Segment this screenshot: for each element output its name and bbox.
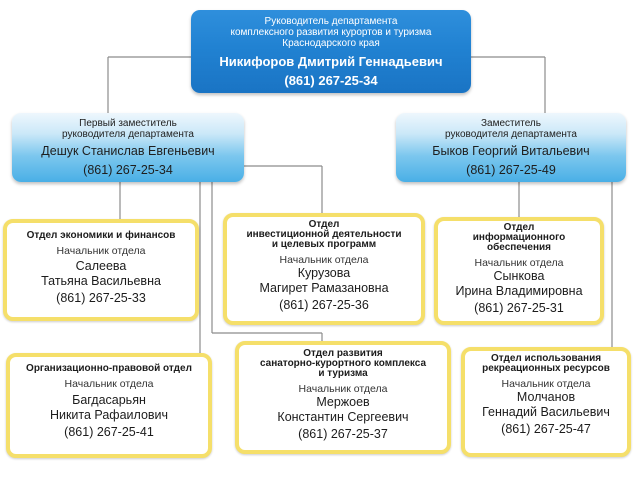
dept-name: Отдел экономики и финансов (7, 231, 195, 241)
dept-name-line: Отдел использования (490, 353, 602, 364)
dept-name: Отдел развития санаторно-курортного комп… (239, 349, 447, 379)
information-support-dept-box: Отдел информационного обеспечения Началь… (434, 217, 604, 325)
resort-tourism-dept-box: Отдел развития санаторно-курортного комп… (235, 341, 451, 454)
dept-head-name: Салеева Татьяна Васильевна (7, 259, 195, 289)
dept-head-name-line: Геннадий Васильевич (482, 405, 610, 419)
dept-head-name-line: Константин Сергеевич (277, 410, 409, 424)
deputy-title: Первый заместитель руководителя департам… (12, 113, 244, 140)
dept-head-name-line: Молчанов (516, 390, 576, 404)
dept-name: Отдел информационного обеспечения (438, 223, 600, 253)
dept-name-line: обеспечения (486, 242, 552, 253)
dept-name-line: Отдел (503, 222, 535, 233)
dept-name-line: рекреационных ресурсов (482, 363, 610, 374)
deputy-box: Заместитель руководителя департамента Бы… (396, 113, 626, 182)
head-title-line: Краснодарского края (282, 38, 380, 49)
deputy-title-line: Первый заместитель (79, 118, 177, 129)
dept-name-line: Отдел развития (303, 348, 383, 359)
dept-head-name: Курузова Магирет Рамазановна (227, 266, 421, 296)
legal-dept-box: Организационно-правовой отдел Начальник … (6, 353, 212, 458)
deputy-title-line: руководителя департамента (445, 129, 577, 140)
dept-head-name: Багдасарьян Никита Рафаилович (10, 393, 208, 423)
head-phone: (861) 267-25-34 (284, 73, 378, 88)
deputy-phone: (861) 267-25-34 (83, 163, 173, 177)
dept-name-line: Организационно-правовой отдел (26, 363, 192, 374)
deputy-title: Заместитель руководителя департамента (396, 113, 626, 140)
first-deputy-box: Первый заместитель руководителя департам… (12, 113, 244, 182)
dept-role: Начальник отдела (279, 254, 369, 266)
head-title-line: комплексного развития курортов и туризма (230, 27, 432, 38)
dept-name-line: и целевых программ (271, 239, 377, 250)
dept-name-line: и туризма (318, 368, 368, 379)
dept-role: Начальник отдела (56, 245, 146, 257)
dept-phone: (861) 267-25-31 (474, 301, 564, 315)
economics-finance-dept-box: Отдел экономики и финансов Начальник отд… (3, 219, 199, 321)
dept-head-name-line: Никита Рафаилович (49, 408, 169, 422)
dept-name-line: инвестиционной деятельности (246, 229, 402, 240)
dept-phone: (861) 267-25-41 (64, 425, 154, 439)
dept-head-name: Сынкова Ирина Владимировна (438, 269, 600, 299)
dept-name: Организационно-правовой отдел (10, 364, 208, 374)
dept-head-name: Молчанов Геннадий Васильевич (465, 390, 627, 420)
dept-name: Отдел инвестиционной деятельности и целе… (227, 220, 421, 250)
dept-name-line: Отдел экономики и финансов (26, 230, 176, 241)
deputy-title-line: Заместитель (481, 118, 541, 129)
dept-phone: (861) 267-25-47 (501, 422, 591, 436)
deputy-name: Быков Георгий Витальевич (432, 144, 590, 158)
head-title: Руководитель департамента комплексного р… (191, 10, 471, 49)
investment-dept-box: Отдел инвестиционной деятельности и целе… (223, 213, 425, 325)
dept-phone: (861) 267-25-37 (298, 427, 388, 441)
dept-head-name-line: Сынкова (493, 269, 545, 283)
dept-head-name-line: Мержоев (316, 395, 370, 409)
dept-phone: (861) 267-25-36 (279, 298, 369, 312)
head-title-line: Руководитель департамента (264, 16, 398, 27)
dept-name: Отдел использования рекреационных ресурс… (465, 354, 627, 374)
dept-name-line: Отдел (308, 219, 340, 230)
deputy-name: Дешук Станислав Евгеньевич (41, 144, 215, 158)
dept-name-line: информационного (472, 232, 566, 243)
dept-head-name-line: Курузова (297, 266, 351, 280)
dept-head-name-line: Магирет Рамазановна (259, 281, 389, 295)
department-head-box: Руководитель департамента комплексного р… (191, 10, 471, 93)
dept-head-name-line: Ирина Владимировна (455, 284, 583, 298)
dept-head-name-line: Багдасарьян (72, 393, 146, 407)
deputy-phone: (861) 267-25-49 (466, 163, 556, 177)
dept-phone: (861) 267-25-33 (56, 291, 146, 305)
dept-name-line: санаторно-курортного комплекса (259, 358, 427, 369)
deputy-title-line: руководителя департамента (62, 129, 194, 140)
head-name: Никифоров Дмитрий Геннадьевич (219, 54, 443, 69)
dept-head-name-line: Татьяна Васильевна (41, 274, 161, 288)
dept-role: Начальник отдела (474, 257, 564, 269)
dept-head-name: Мержоев Константин Сергеевич (239, 395, 447, 425)
dept-role: Начальник отдела (298, 383, 388, 395)
dept-role: Начальник отдела (501, 378, 591, 390)
dept-head-name-line: Салеева (75, 259, 127, 273)
dept-role: Начальник отдела (64, 378, 154, 390)
recreational-resources-dept-box: Отдел использования рекреационных ресурс… (461, 347, 631, 457)
